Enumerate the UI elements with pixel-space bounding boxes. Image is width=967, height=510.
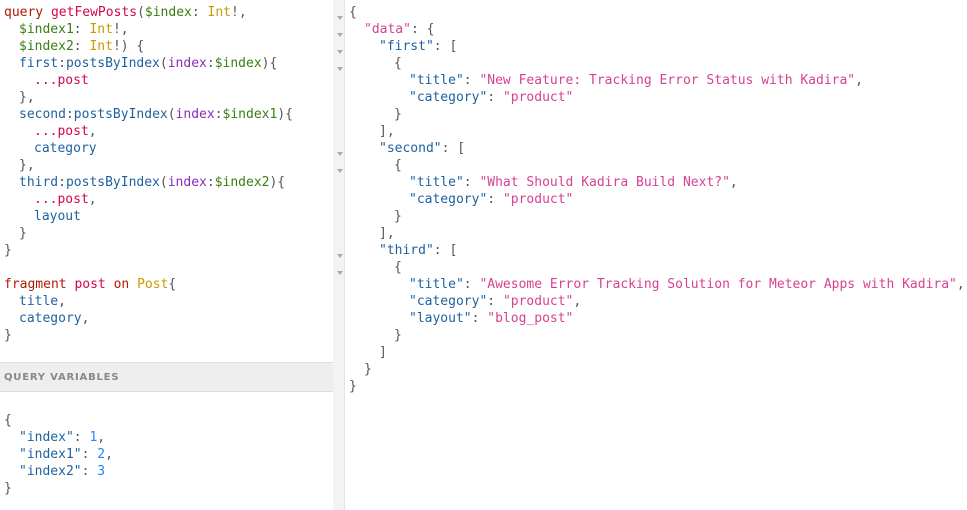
code-line: } <box>394 328 402 343</box>
code-line: "category": "product", <box>409 294 582 309</box>
code-line: } <box>364 362 372 377</box>
code-line: } <box>349 379 357 394</box>
code-line: { <box>394 260 402 275</box>
query-editor-pane: query getFewPosts($index: Int!, $index1:… <box>0 0 334 510</box>
code-line: layout <box>34 209 81 224</box>
chevron-down-icon[interactable] <box>337 50 343 54</box>
code-line: $index1: Int!, <box>19 22 129 37</box>
code-line: } <box>394 209 402 224</box>
code-line: ] <box>379 345 387 360</box>
result-viewer: { "data": { "first": [ { "title": "New F… <box>345 0 967 510</box>
code-line: "first": [ <box>379 39 458 54</box>
code-line: ], <box>379 226 395 241</box>
code-line: { <box>349 5 357 20</box>
code-line: }, <box>19 90 35 105</box>
code-line: } <box>4 243 12 258</box>
code-line: ...post, <box>34 124 97 139</box>
chevron-down-icon[interactable] <box>337 152 343 156</box>
code-line: "category": "product" <box>409 90 574 105</box>
code-line: title, <box>19 294 66 309</box>
code-line: } <box>394 107 402 122</box>
code-line: ...post <box>34 73 89 88</box>
code-line: { <box>4 413 12 428</box>
query-variables-header[interactable]: QUERY VARIABLES <box>0 362 333 392</box>
code-line: } <box>19 226 27 241</box>
code-line: { <box>394 158 402 173</box>
code-line: } <box>4 481 12 496</box>
query-variables-title: QUERY VARIABLES <box>4 372 120 383</box>
code-line: }, <box>19 158 35 173</box>
code-line: "third": [ <box>379 243 458 258</box>
code-line: fragment post on Post{ <box>4 277 177 292</box>
code-line: "title": "What Should Kadira Build Next?… <box>409 175 738 190</box>
chevron-down-icon[interactable] <box>337 271 343 275</box>
chevron-down-icon[interactable] <box>337 16 343 20</box>
chevron-down-icon[interactable] <box>337 169 343 173</box>
code-line: "layout": "blog_post" <box>409 311 574 326</box>
chevron-down-icon[interactable] <box>337 33 343 37</box>
code-line: category, <box>19 311 90 326</box>
query-editor[interactable]: query getFewPosts($index: Int!, $index1:… <box>0 0 333 362</box>
code-line: second:postsByIndex(index:$index1){ <box>19 107 293 122</box>
variable-row: "index1": 2, <box>19 447 113 462</box>
code-line: first:postsByIndex(index:$index){ <box>19 56 278 71</box>
code-line: ], <box>379 124 395 139</box>
chevron-down-icon[interactable] <box>337 254 343 258</box>
code-line: "title": "New Feature: Tracking Error St… <box>409 73 863 88</box>
query-variables-editor[interactable]: { "index": 1, "index1": 2, "index2": 3 } <box>0 408 333 508</box>
variable-row: "index2": 3 <box>19 464 106 479</box>
code-line: query getFewPosts($index: Int!, <box>4 5 247 20</box>
code-line: ...post, <box>34 192 97 207</box>
code-line: "title": "Awesome Error Tracking Solutio… <box>409 277 965 292</box>
code-line: "second": [ <box>379 141 466 156</box>
chevron-down-icon[interactable] <box>337 67 343 71</box>
code-line: $index2: Int!) { <box>19 39 145 54</box>
code-line: "category": "product" <box>409 192 574 207</box>
code-line: third:postsByIndex(index:$index2){ <box>19 175 286 190</box>
code-line: { <box>394 56 402 71</box>
variable-row: "index": 1, <box>19 430 106 445</box>
code-line: "data": { <box>364 22 435 37</box>
code-line: } <box>4 328 12 343</box>
code-line: category <box>34 141 97 156</box>
